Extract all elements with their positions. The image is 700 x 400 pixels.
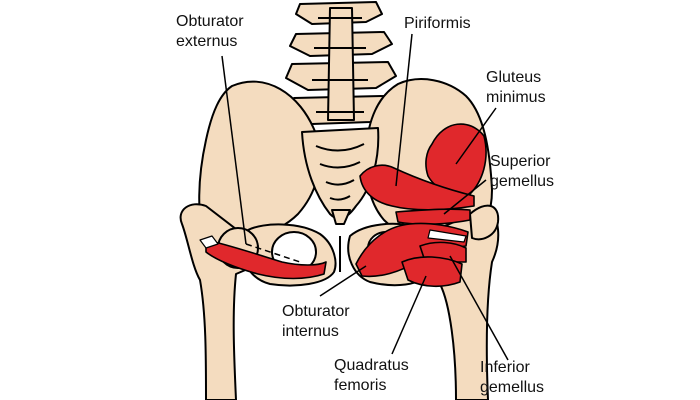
label-line: Obturator bbox=[176, 13, 244, 30]
spinous-process bbox=[328, 8, 354, 120]
label-line: Quadratus bbox=[334, 357, 409, 374]
label-obturator-externus: Obturator externus bbox=[176, 13, 248, 50]
label-line: Superior bbox=[490, 153, 551, 170]
superior-gemellus-muscle bbox=[396, 209, 470, 224]
label-quadratus-femoris: Quadratus femoris bbox=[334, 357, 413, 394]
label-piriformis: Piriformis bbox=[404, 15, 471, 32]
label-superior-gemellus: Superior gemellus bbox=[490, 153, 555, 190]
label-line: Piriformis bbox=[404, 15, 471, 32]
label-inferior-gemellus: Inferior gemellus bbox=[480, 359, 544, 396]
label-line: externus bbox=[176, 33, 237, 50]
coccyx bbox=[332, 210, 350, 224]
label-line: gemellus bbox=[480, 379, 544, 396]
label-obturator-internus: Obturator internus bbox=[282, 303, 354, 340]
label-gluteus-minimus: Gluteus minimus bbox=[486, 69, 546, 106]
label-line: Obturator bbox=[282, 303, 350, 320]
label-line: minimus bbox=[486, 89, 546, 106]
label-line: internus bbox=[282, 323, 339, 340]
label-line: Gluteus bbox=[486, 69, 541, 86]
label-line: gemellus bbox=[490, 173, 554, 190]
label-line: femoris bbox=[334, 377, 386, 394]
leader-quadratus-femoris bbox=[392, 276, 426, 354]
label-line: Inferior bbox=[480, 359, 530, 376]
